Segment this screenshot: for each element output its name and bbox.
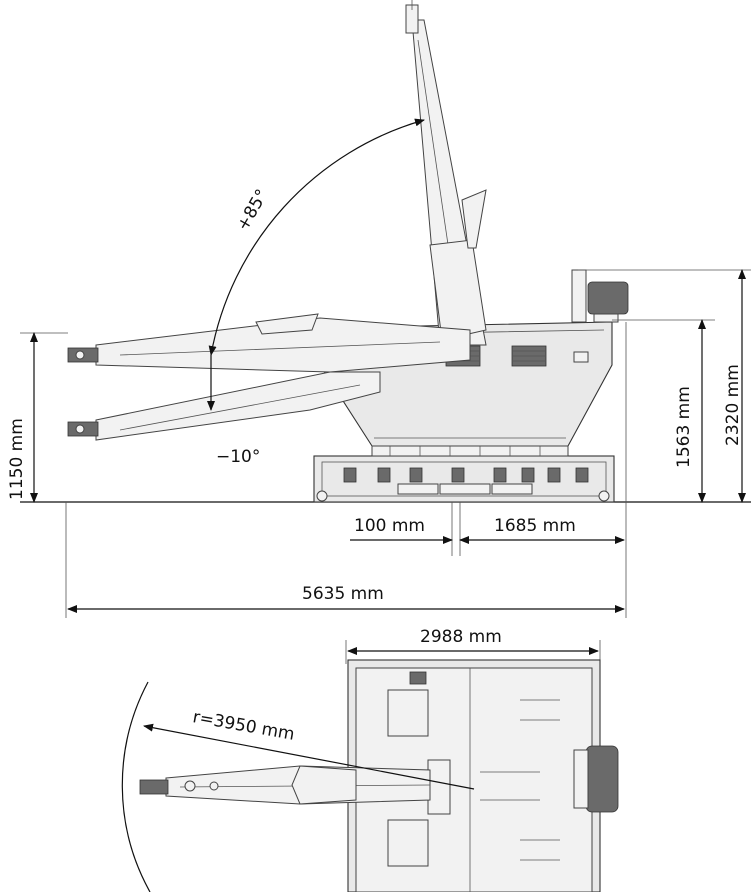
dim-boom-height: 1150 mm bbox=[7, 332, 68, 503]
dim-total-height: 2320 mm bbox=[578, 269, 751, 503]
radius-line bbox=[143, 723, 475, 790]
angle-down-label: −10° bbox=[216, 447, 260, 467]
svg-text:2988 mm: 2988 mm bbox=[420, 627, 502, 647]
top-boom bbox=[139, 765, 431, 805]
dim-width: 2988 mm bbox=[345, 627, 601, 664]
swing-arc bbox=[121, 681, 151, 892]
radius-label: r=3950 mm bbox=[191, 707, 296, 745]
dim-body-height: 1563 mm bbox=[612, 319, 715, 503]
boom-raised bbox=[405, 0, 487, 346]
dim-overall-length: 5635 mm bbox=[67, 584, 625, 613]
svg-text:1563 mm: 1563 mm bbox=[674, 386, 694, 468]
svg-text:1685 mm: 1685 mm bbox=[494, 516, 576, 536]
svg-text:2320 mm: 2320 mm bbox=[723, 364, 743, 446]
svg-text:1150 mm: 1150 mm bbox=[7, 418, 27, 500]
top-view: 2988 mm bbox=[121, 627, 619, 892]
crawler-base bbox=[313, 455, 615, 503]
sensor-head bbox=[571, 269, 629, 323]
side-view: +85° −10° 1150 mm 1563 mm 2320 mm 1 bbox=[7, 0, 751, 618]
boom-level bbox=[67, 313, 471, 373]
svg-text:5635 mm: 5635 mm bbox=[302, 584, 384, 604]
angle-arc bbox=[208, 118, 425, 356]
svg-text:100 mm: 100 mm bbox=[354, 516, 425, 536]
dim-offsets: 100 mm 1685 mm bbox=[65, 322, 627, 618]
boom-lowered bbox=[67, 371, 381, 441]
